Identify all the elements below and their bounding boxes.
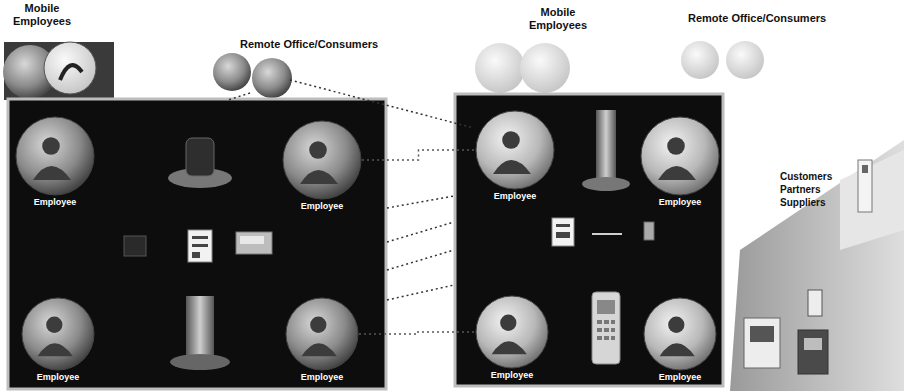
employee-photo [475, 295, 549, 369]
employee-photo [15, 116, 95, 196]
employee-photo-circle [283, 121, 361, 199]
employee-label: Employee [475, 190, 555, 202]
building-illustration [730, 140, 904, 391]
group-label: Remote Office/Consumers [240, 38, 378, 51]
person-figure [38, 343, 73, 356]
employee-photo-circle [644, 298, 716, 370]
person-figure [493, 160, 531, 174]
employee-label: Employee [640, 196, 720, 208]
person-figure [33, 166, 71, 180]
person-figure [502, 131, 520, 149]
employee-photo [643, 297, 717, 371]
employee-label: Employee [21, 371, 95, 383]
dotted-link [359, 332, 475, 334]
employee-photo [21, 297, 95, 371]
person-figure [660, 343, 695, 356]
group-label: Mobile Employees [6, 2, 78, 28]
group-label: Remote Office/Consumers [688, 12, 826, 25]
person-figure [667, 137, 685, 155]
network-panel [8, 99, 386, 389]
device-icons [552, 110, 654, 364]
mobile-employees-images [475, 43, 570, 93]
employee-photo-circle [16, 117, 94, 195]
employee-photo-circle [476, 111, 554, 189]
group-label: Mobile Employees [522, 6, 594, 32]
employee-circle: Employee [643, 297, 717, 383]
person-figure [42, 137, 60, 155]
employee-photo [475, 110, 555, 190]
employee-circle: Employee [21, 297, 95, 383]
remote-office-images [213, 53, 292, 98]
employee-circle: Employee [475, 295, 549, 381]
device-icons [124, 138, 272, 370]
network-panel [455, 94, 723, 386]
employee-photo-circle [476, 296, 548, 368]
mobile-employees-images [3, 42, 114, 100]
employee-label: Employee [15, 196, 95, 208]
remote-office-images [681, 41, 764, 79]
person-figure [668, 317, 684, 333]
employee-photo [282, 120, 362, 200]
employee-label: Employee [282, 200, 362, 212]
employee-photo-circle [22, 298, 94, 370]
person-figure [500, 315, 516, 331]
employee-photo [285, 297, 359, 371]
person-figure [302, 343, 337, 356]
employee-circle: Employee [282, 120, 362, 212]
person-figure [658, 166, 696, 180]
employee-photo [640, 116, 720, 196]
employee-circle: Employee [285, 297, 359, 383]
dotted-link [362, 150, 475, 160]
person-figure [309, 141, 327, 159]
person-figure [492, 341, 527, 354]
group-label: Customers Partners Suppliers [780, 170, 844, 209]
person-figure [46, 317, 62, 333]
employee-photo-circle [286, 298, 358, 370]
dotted-line [228, 80, 474, 300]
employee-circle: Employee [475, 110, 555, 202]
person-figure [300, 170, 338, 184]
employee-circle: Employee [640, 116, 720, 208]
employee-label: Employee [643, 371, 717, 383]
employee-photo-circle [641, 117, 719, 195]
person-figure [310, 317, 326, 333]
employee-label: Employee [475, 369, 549, 381]
employee-label: Employee [285, 371, 359, 383]
employee-circle: Employee [15, 116, 95, 208]
